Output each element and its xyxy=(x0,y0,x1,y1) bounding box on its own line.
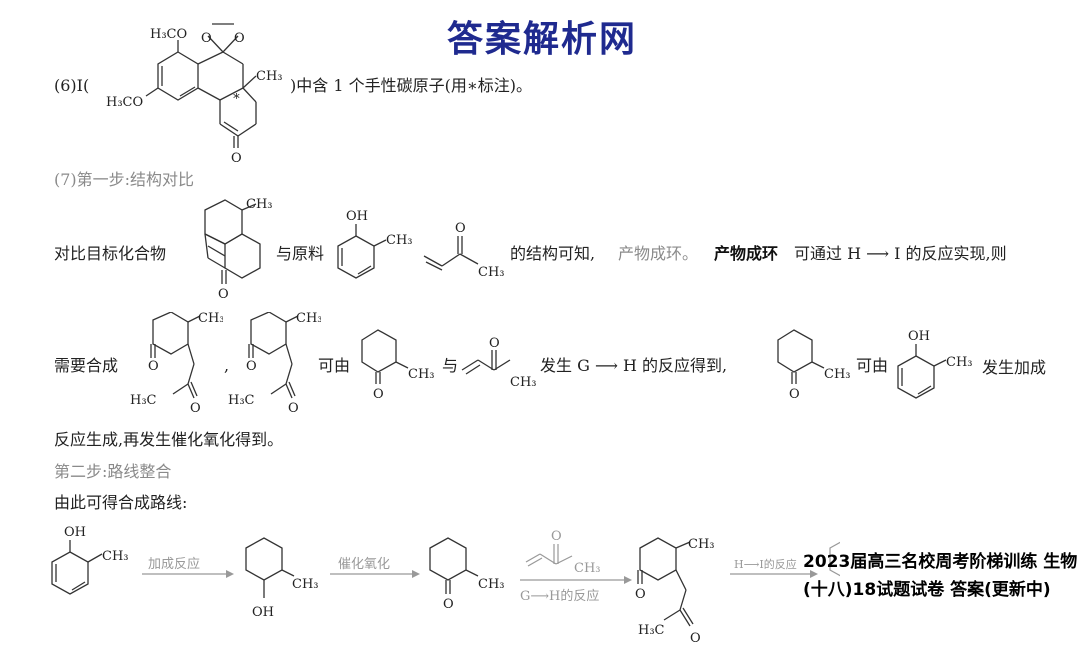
structure-methylcyclohexanone-2: CH₃ O xyxy=(777,329,851,402)
int2-acetyl-o: O xyxy=(288,401,299,416)
int1-acetyl-o: O xyxy=(190,401,201,416)
site-watermark: 答案解析网 xyxy=(447,19,638,60)
route-alcohol-methyl: CH₃ xyxy=(292,577,319,592)
line1-d: 产物成环。 xyxy=(618,244,699,263)
route-methylcyclohexanol: CH₃ OH xyxy=(245,537,319,620)
synthesis-route: OH CH₃ 加成反应 CH₃ OH 催化氧化 CH₃ O O CH₃ G⟶H的… xyxy=(51,525,840,646)
arrow-2-label: 催化氧化 xyxy=(338,557,390,572)
structure-methylcyclohexanone-1: CH₃ O xyxy=(361,329,435,402)
enone-methyl: CH₃ xyxy=(478,265,505,280)
raw-oh: OH xyxy=(346,209,368,224)
line1-a: 对比目标化合物 xyxy=(54,244,167,263)
mch2-methyl: CH₃ xyxy=(824,367,851,382)
route-cresol-oh: OH xyxy=(64,525,86,540)
arrow-1-label: 加成反应 xyxy=(148,556,200,572)
mvk-methyl: CH₃ xyxy=(510,375,537,390)
arrow-3-reagent-mvk: O CH₃ xyxy=(525,529,601,576)
route-o-cresol: OH CH₃ xyxy=(51,525,129,595)
int2-methyl: CH₃ xyxy=(296,312,321,326)
line1-f: 可通过 H ⟶ I 的反应实现,则 xyxy=(794,244,1007,263)
route-diketone-o: O xyxy=(635,587,646,602)
ketal-o-right: O xyxy=(234,31,245,46)
line3: 反应生成,再发生催化氧化得到。 xyxy=(54,430,284,449)
mvk-o: O xyxy=(489,336,500,351)
route-diketone-acetyl-methyl: H₃C xyxy=(638,623,665,638)
target-o: O xyxy=(218,287,229,302)
mch1-methyl: CH₃ xyxy=(408,367,435,382)
route-methylcyclohexanone: CH₃ O xyxy=(429,537,505,612)
line2-c: 可由 xyxy=(318,356,351,375)
route-intro: 由此可得合成路线: xyxy=(54,493,188,512)
structure-intermediate-2: CH₃ O H₃C O xyxy=(228,312,321,416)
arrow-3-mvk-methyl: CH₃ xyxy=(574,561,601,576)
int1-o: O xyxy=(148,359,159,374)
arrow-4-label: H⟶I的反应 xyxy=(734,557,797,571)
int1-acetyl-methyl: H₃C xyxy=(130,393,157,408)
methoxy-bottom: H₃CO xyxy=(106,95,143,110)
step1-heading: (7)第一步:结构对比 xyxy=(54,170,195,189)
structures-raw-materials: OH CH₃ O CH₃ xyxy=(337,209,505,280)
route-diketone-methyl: CH₃ xyxy=(688,537,715,552)
line2-a: 需要合成 xyxy=(54,356,119,375)
structure-o-cresol: OH CH₃ xyxy=(897,329,973,399)
line1-c: 的结构可知, xyxy=(510,244,596,263)
route-cresol-methyl: CH₃ xyxy=(102,549,129,564)
enone-o: O xyxy=(455,221,466,236)
raw-methyl: CH₃ xyxy=(386,233,413,248)
chiral-star: ∗ xyxy=(232,89,241,104)
cresol-oh: OH xyxy=(908,329,930,344)
route-alcohol-oh: OH xyxy=(252,605,274,620)
cresol-methyl: CH₃ xyxy=(946,355,973,370)
part6-prefix: (6)I( xyxy=(54,76,90,95)
arrow-3-label: G⟶H的反应 xyxy=(520,588,599,604)
int2-o: O xyxy=(246,359,257,374)
ketal-o-left: O xyxy=(201,31,212,46)
route-ketone-o: O xyxy=(443,597,454,612)
line2-f: 可由 xyxy=(856,356,889,375)
line1-e: 产物成环 xyxy=(714,244,779,263)
line2-g: 发生加成 xyxy=(982,358,1047,377)
line2-e: 发生 G ⟶ H 的反应得到, xyxy=(540,356,728,375)
route-diketone: CH₃ O H₃C O xyxy=(635,537,715,646)
structure-target-compound: CH₃ O xyxy=(204,198,273,302)
int2-acetyl-methyl: H₃C xyxy=(228,393,255,408)
arrow-3-mvk-o: O xyxy=(551,529,562,544)
structure-intermediate-1: CH₃ O H₃C O xyxy=(130,312,223,416)
mch2-o: O xyxy=(789,387,800,402)
route-diketone-acetyl-o: O xyxy=(690,631,701,646)
structure-mvk: O CH₃ xyxy=(461,336,537,390)
part6-suffix: )中含 1 个手性碳原子(用∗标注)。 xyxy=(290,76,532,95)
structure-compound-I: O O O CH₃ ∗ H₃CO H₃CO xyxy=(106,23,283,164)
ketone-o: O xyxy=(231,151,242,164)
int1-methyl: CH₃ xyxy=(198,312,223,326)
line2-d: 与 xyxy=(442,356,459,375)
line2-b: , xyxy=(224,356,230,375)
target-methyl: CH₃ xyxy=(246,198,273,212)
overlay-title: 2023届高三名校周考阶梯训练 生物(十八)18试题试卷 答案(更新中) xyxy=(803,552,1078,600)
line1-b: 与原料 xyxy=(276,244,325,263)
mch1-o: O xyxy=(373,387,384,402)
methyl-label: CH₃ xyxy=(256,69,283,84)
step2-heading: 第二步:路线整合 xyxy=(54,462,172,481)
route-ketone-methyl: CH₃ xyxy=(478,577,505,592)
methoxy-top: H₃CO xyxy=(150,27,187,42)
